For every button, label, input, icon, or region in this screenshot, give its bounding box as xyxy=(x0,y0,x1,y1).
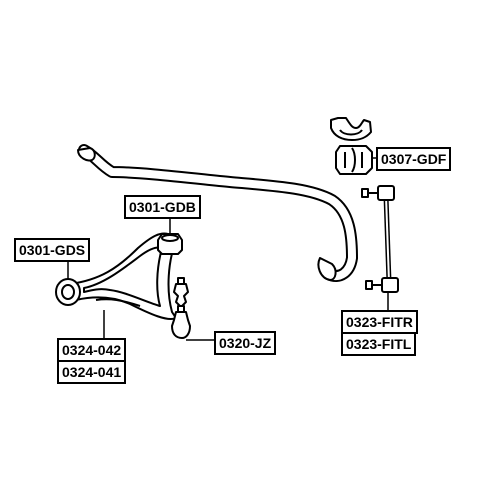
stabilizer-bar xyxy=(77,144,358,282)
label-0324-041: 0324-041 xyxy=(57,360,127,384)
ball-joint xyxy=(171,277,191,339)
label-0323-fitr: 0323-FITR xyxy=(341,310,418,334)
label-0324-042: 0324-042 xyxy=(57,338,127,362)
label-0307-gdf: 0307-GDF xyxy=(376,147,452,171)
stabilizer-bushing xyxy=(330,117,373,175)
label-0301-gds: 0301-GDS xyxy=(14,238,91,262)
stabilizer-link xyxy=(361,185,399,293)
label-0320-jz: 0320-JZ xyxy=(214,331,277,355)
lower-control-arm xyxy=(55,232,183,320)
label-0301-gdb: 0301-GDB xyxy=(124,195,201,219)
label-0323-fitl: 0323-FITL xyxy=(341,332,417,356)
